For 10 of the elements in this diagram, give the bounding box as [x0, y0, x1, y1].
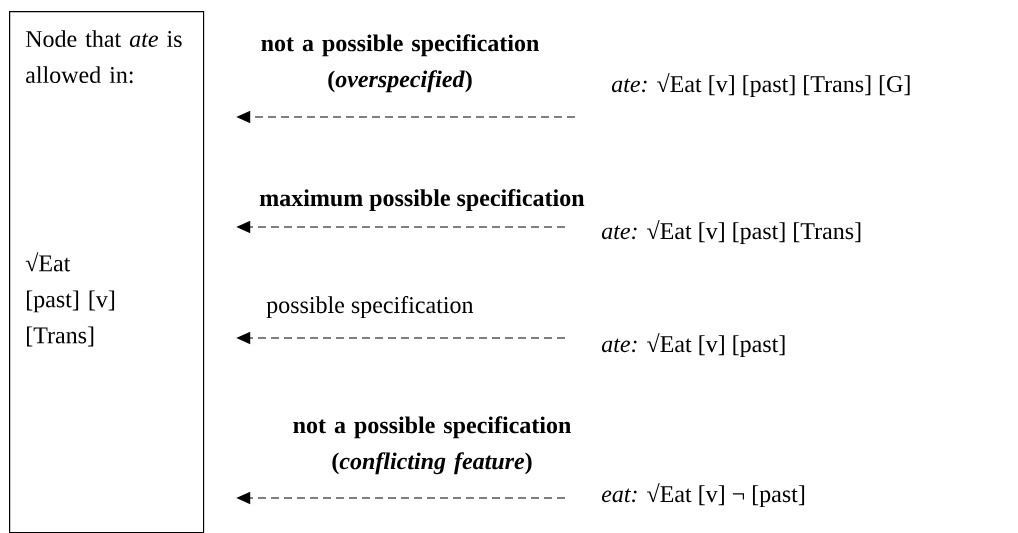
feature-bundle: ate: √Eat [v] [past]	[601, 332, 785, 358]
edge-label: maximum possible specification	[259, 189, 585, 211]
edge-label: not a possible specification (conflicting feature)	[293, 416, 571, 475]
edge-label: possible specification	[266, 296, 474, 318]
note-text: Node that ate is allowed in:	[25, 30, 182, 84]
feature-bundle: eat: √Eat [v] ¬ [past]	[601, 482, 805, 508]
edge-label: not a possible specification (overspecified)	[261, 34, 539, 93]
feature-list: √Eat [past] [v] [Trans]	[25, 252, 115, 347]
feature-bundle: ate: √Eat [v] [past] [Trans] [G]	[611, 72, 910, 98]
feature-bundle: ate: √Eat [v] [past] [Trans]	[601, 219, 861, 245]
